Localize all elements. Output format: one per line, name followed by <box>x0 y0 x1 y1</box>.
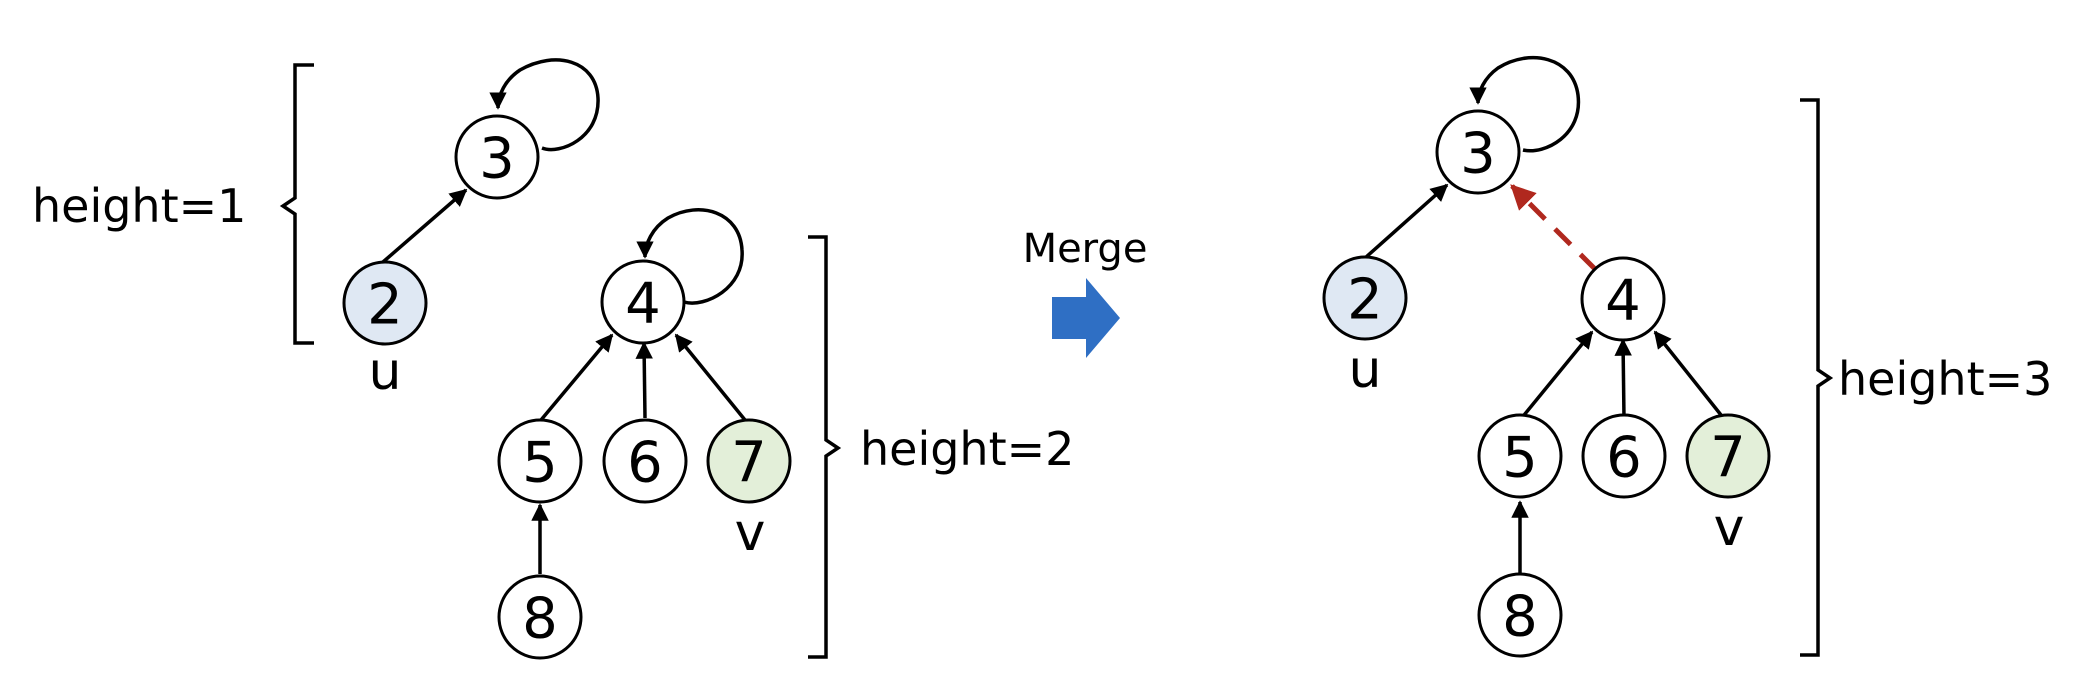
edge-6-to-4-after <box>1614 338 1632 419</box>
svg-text:3: 3 <box>1460 122 1496 187</box>
tree1-height-label: height=1 <box>32 179 246 233</box>
edge-7-to-4-after <box>1653 330 1727 422</box>
svg-text:5: 5 <box>1502 426 1538 491</box>
tree2-height-label: height=2 <box>860 422 1074 476</box>
self-loop-edge-4 <box>636 208 744 305</box>
edge-6-to-4 <box>635 341 653 419</box>
merged-height-bracket <box>1800 98 1834 657</box>
svg-text:8: 8 <box>522 587 558 652</box>
merge-label: Merge <box>1023 226 1148 272</box>
tree1-height-bracket <box>279 63 314 345</box>
tree2-height-bracket <box>808 235 842 659</box>
node-5: 5 <box>497 418 583 504</box>
node-3-after: 3 <box>1435 109 1521 195</box>
merge-indicator: Merge <box>1023 226 1148 358</box>
svg-text:5: 5 <box>522 431 558 496</box>
node-5-after: 5 <box>1477 413 1563 499</box>
svg-text:4: 4 <box>1605 269 1641 334</box>
svg-text:3: 3 <box>479 127 515 192</box>
node-3: 3 <box>454 114 540 200</box>
u-tag-after: u <box>1349 340 1382 400</box>
v-tag: v <box>735 503 766 563</box>
node-4-after: 4 <box>1580 256 1666 342</box>
before-panel: height=1 3 2 4 5 6 <box>32 58 1074 660</box>
merged-height-label: height=3 <box>1838 352 2052 406</box>
svg-text:2: 2 <box>1347 268 1383 333</box>
node-8: 8 <box>497 574 583 660</box>
svg-text:2: 2 <box>367 273 403 338</box>
after-panel: 3 2 4 5 6 7 8 u v height=3 <box>1322 55 2052 658</box>
node-4: 4 <box>600 259 686 345</box>
node-8-after: 8 <box>1477 572 1563 658</box>
node-2-u: 2 <box>342 260 428 346</box>
new-dashed-edge-4-to-3 <box>1510 184 1598 272</box>
node-6: 6 <box>602 418 688 504</box>
svg-text:6: 6 <box>627 431 663 496</box>
merge-arrow-icon <box>1052 278 1120 358</box>
self-loop-edge-3 <box>489 58 600 152</box>
self-loop-edge-3-after <box>1469 55 1581 153</box>
edge-2-to-3 <box>381 188 468 264</box>
edge-2-to-3-after <box>1363 183 1449 260</box>
svg-text:4: 4 <box>625 272 661 337</box>
svg-text:8: 8 <box>1502 585 1538 650</box>
edge-7-to-4 <box>674 333 747 422</box>
svg-text:7: 7 <box>731 431 767 496</box>
node-6-after: 6 <box>1581 413 1667 499</box>
svg-text:6: 6 <box>1606 426 1642 491</box>
node-7-v-after: 7 <box>1685 413 1771 499</box>
node-7-v: 7 <box>706 418 792 504</box>
node-2-u-after: 2 <box>1322 255 1408 341</box>
edge-5-to-4 <box>539 333 614 422</box>
u-tag: u <box>369 342 402 402</box>
edge-5-to-4-after <box>1518 330 1594 422</box>
v-tag-after: v <box>1714 498 1745 558</box>
svg-text:7: 7 <box>1710 426 1746 491</box>
